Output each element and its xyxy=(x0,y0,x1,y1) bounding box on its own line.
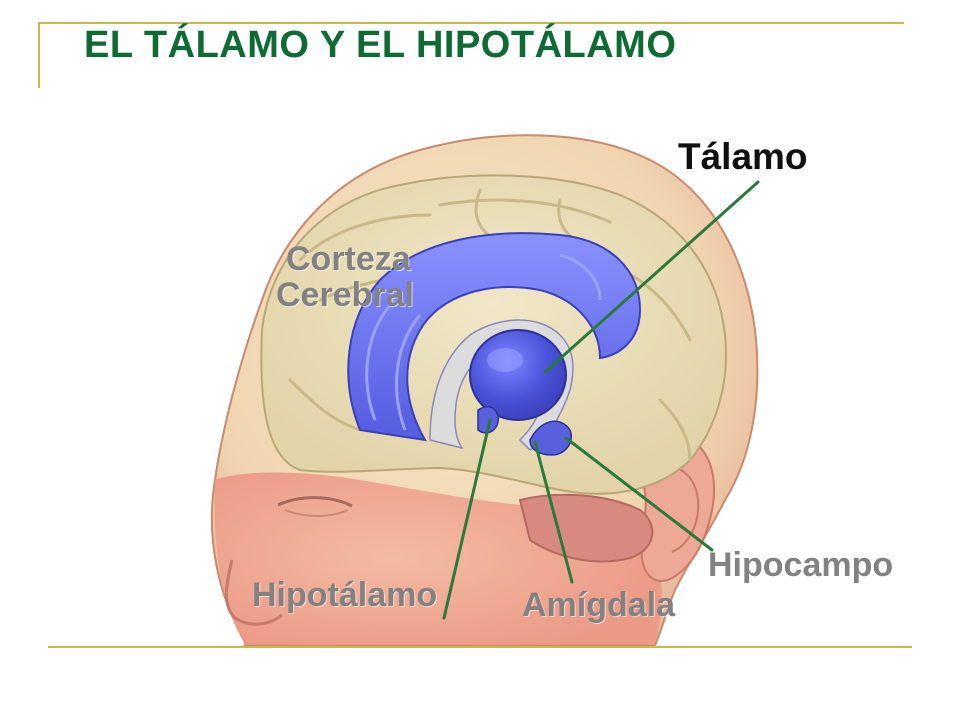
leader-line-amigdala xyxy=(533,440,574,584)
left-accent-rule xyxy=(38,22,40,88)
label-amigdala: Amígdala xyxy=(522,586,676,624)
top-accent-rule xyxy=(38,22,904,24)
label-talamo: Tálamo xyxy=(678,136,808,177)
label-hipotalamo: Hipotálamo xyxy=(252,576,438,614)
leader-line-hipocampo xyxy=(564,436,714,552)
label-corteza-line1: Corteza xyxy=(286,240,411,278)
label-hipocampo: Hipocampo xyxy=(708,546,894,584)
bottom-accent-rule xyxy=(48,646,912,648)
label-corteza-line2: Cerebral xyxy=(276,276,414,314)
leader-line-talamo xyxy=(543,180,760,374)
leader-line-hipotalamo xyxy=(442,418,492,620)
hypothalamus-area xyxy=(477,406,499,434)
slide-title: EL TÁLAMO Y EL HIPOTÁLAMO xyxy=(84,24,677,66)
